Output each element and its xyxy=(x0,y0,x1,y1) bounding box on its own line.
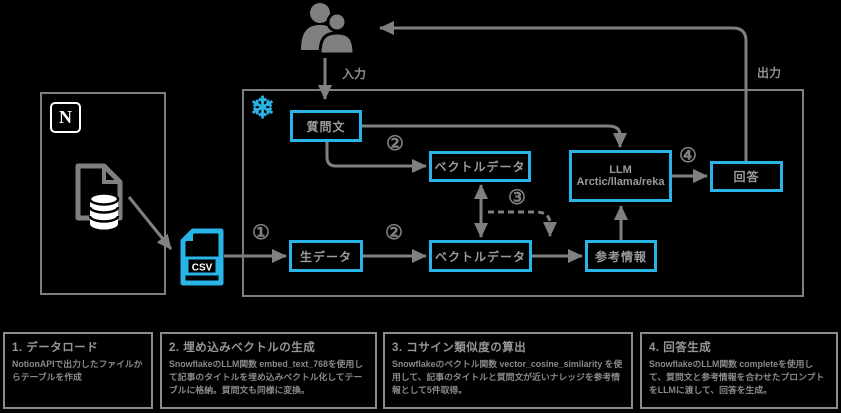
question-node: 質問文 xyxy=(290,110,362,142)
notion-panel xyxy=(40,92,166,295)
users-icon xyxy=(301,3,356,54)
notion-letter: N xyxy=(59,107,72,127)
step3-title: 3. コサイン類似度の算出 xyxy=(392,342,527,354)
connector-arrows xyxy=(127,21,748,263)
vector-data-top-label: ベクトルデータ xyxy=(434,160,526,174)
step4-title: 4. 回答生成 xyxy=(649,342,712,354)
step3-body: Snowflakeのベクトル関数 vector_cosine_similarit… xyxy=(392,359,623,396)
raw-data-label: 生データ xyxy=(299,249,352,264)
step1-body: NotionAPIで出力したファイルからテーブルを作成 xyxy=(12,359,143,383)
step3-badge: ③ xyxy=(508,187,526,209)
step2-description-box: 2. 埋め込みベクトルの生成 SnowflakeのLLM関数 embed_tex… xyxy=(160,332,377,409)
csv-file-icon: CSV xyxy=(180,228,224,286)
step3-description-box: 3. コサイン類似度の算出 Snowflakeのベクトル関数 vector_co… xyxy=(383,332,633,409)
snowflake-icon: ❄ xyxy=(250,92,276,125)
step2-badge-top: ② xyxy=(386,133,404,155)
step2-badge-bottom: ② xyxy=(385,222,403,244)
step1-title: 1. データロード xyxy=(12,342,99,354)
answer-label: 回答 xyxy=(733,170,760,184)
csv-label: CSV xyxy=(192,263,213,274)
llm-models: Arctic/llama/reka xyxy=(576,176,665,188)
step4-description-box: 4. 回答生成 SnowflakeのLLM関数 completeを使用して、質問… xyxy=(640,332,838,409)
notion-icon: N xyxy=(50,102,81,133)
vector-data-top-node: ベクトルデータ xyxy=(429,151,531,182)
output-label: 出力 xyxy=(757,66,782,80)
llm-title: LLM xyxy=(609,164,632,176)
input-label: 入力 xyxy=(342,67,367,81)
step1-description-box: 1. データロード NotionAPIで出力したファイルからテーブルを作成 xyxy=(3,332,153,409)
step1-badge: ① xyxy=(252,222,270,244)
answer-node: 回答 xyxy=(710,161,783,192)
step2-body: SnowflakeのLLM関数 embed_text_768を使用して記事のタイ… xyxy=(169,359,364,396)
step4-badge: ④ xyxy=(679,145,697,167)
file-database-icon xyxy=(75,163,123,230)
vector-data-bottom-label: ベクトルデータ xyxy=(434,249,526,264)
step2-title: 2. 埋め込みベクトルの生成 xyxy=(169,342,316,354)
question-label: 質問文 xyxy=(306,119,346,134)
reference-info-label: 参考情報 xyxy=(594,249,647,264)
raw-data-node: 生データ xyxy=(289,240,363,272)
vector-data-bottom-node: ベクトルデータ xyxy=(429,240,532,272)
step4-body: SnowflakeのLLM関数 completeを使用して、質問文と参考情報を合… xyxy=(649,359,825,396)
snowflake-panel xyxy=(242,89,804,297)
llm-node: LLM Arctic/llama/reka xyxy=(569,150,672,202)
reference-info-node: 参考情報 xyxy=(585,240,657,272)
